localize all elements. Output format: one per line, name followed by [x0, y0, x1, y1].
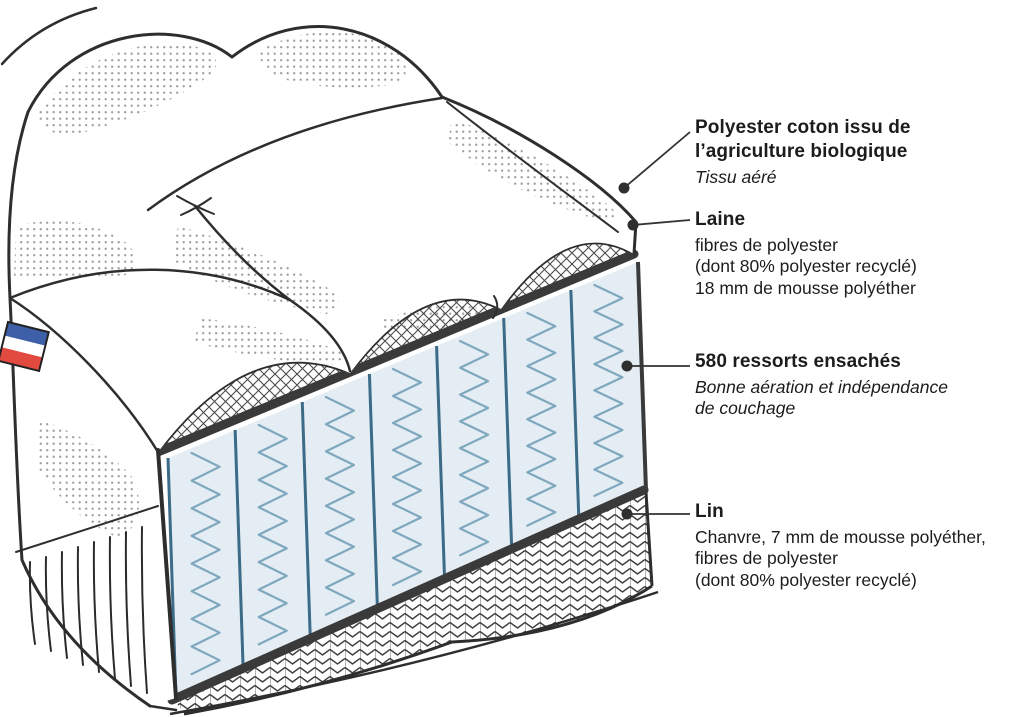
top-foam-band: [153, 249, 639, 457]
callout-dot-laine: [627, 219, 639, 231]
callout-cover-subtitle: Tissu aéré: [695, 166, 777, 187]
callout-lin: Lin Chanvre, 7 mm de mousse polyéther, f…: [695, 500, 1020, 592]
callout-laine-title: Laine: [695, 209, 746, 230]
spring-layer: [166, 261, 648, 699]
spring-layer-right-edge: [636, 261, 648, 491]
callout-line-cover: [623, 131, 691, 189]
mattress-bottom-outline: [169, 590, 659, 716]
callout-ressorts-title: 580 ressorts ensachés: [695, 351, 901, 372]
callout-lin-title: Lin: [695, 501, 724, 522]
spring-coils: [166, 261, 648, 699]
callout-cover-title: Polyester coton issu de l’agriculture bi…: [695, 117, 911, 162]
callout-dot-ressorts: [621, 360, 633, 372]
french-flag-tag: [0, 320, 50, 373]
side-piping-lines: [28, 526, 148, 694]
bottom-foam-band: [167, 485, 649, 705]
linen-layer: [169, 491, 659, 716]
callout-laine: Laine fibres de polyester (dont 80% poly…: [695, 208, 1020, 300]
callout-ressorts: 580 ressorts ensachés Bonne aération et …: [695, 350, 1020, 420]
callout-dot-cover: [618, 182, 630, 194]
callout-pointers: [618, 131, 691, 520]
quilted-top: [0, 6, 638, 452]
cutaway-left-edge: [156, 448, 178, 700]
callout-line-laine: [632, 219, 691, 226]
callout-cover: Polyester coton issu de l’agriculture bi…: [695, 116, 1020, 188]
callout-lin-body: Chanvre, 7 mm de mousse polyéther, fibre…: [695, 526, 986, 591]
callout-laine-body: fibres de polyester (dont 80% polyester …: [695, 234, 917, 299]
quilt-seams: [0, 6, 619, 373]
callout-dot-lin: [621, 508, 633, 520]
callout-ressorts-subtitle: Bonne aération et indépendance de coucha…: [695, 376, 948, 419]
top-edges: [7, 25, 638, 300]
side-panel: [0, 296, 178, 712]
